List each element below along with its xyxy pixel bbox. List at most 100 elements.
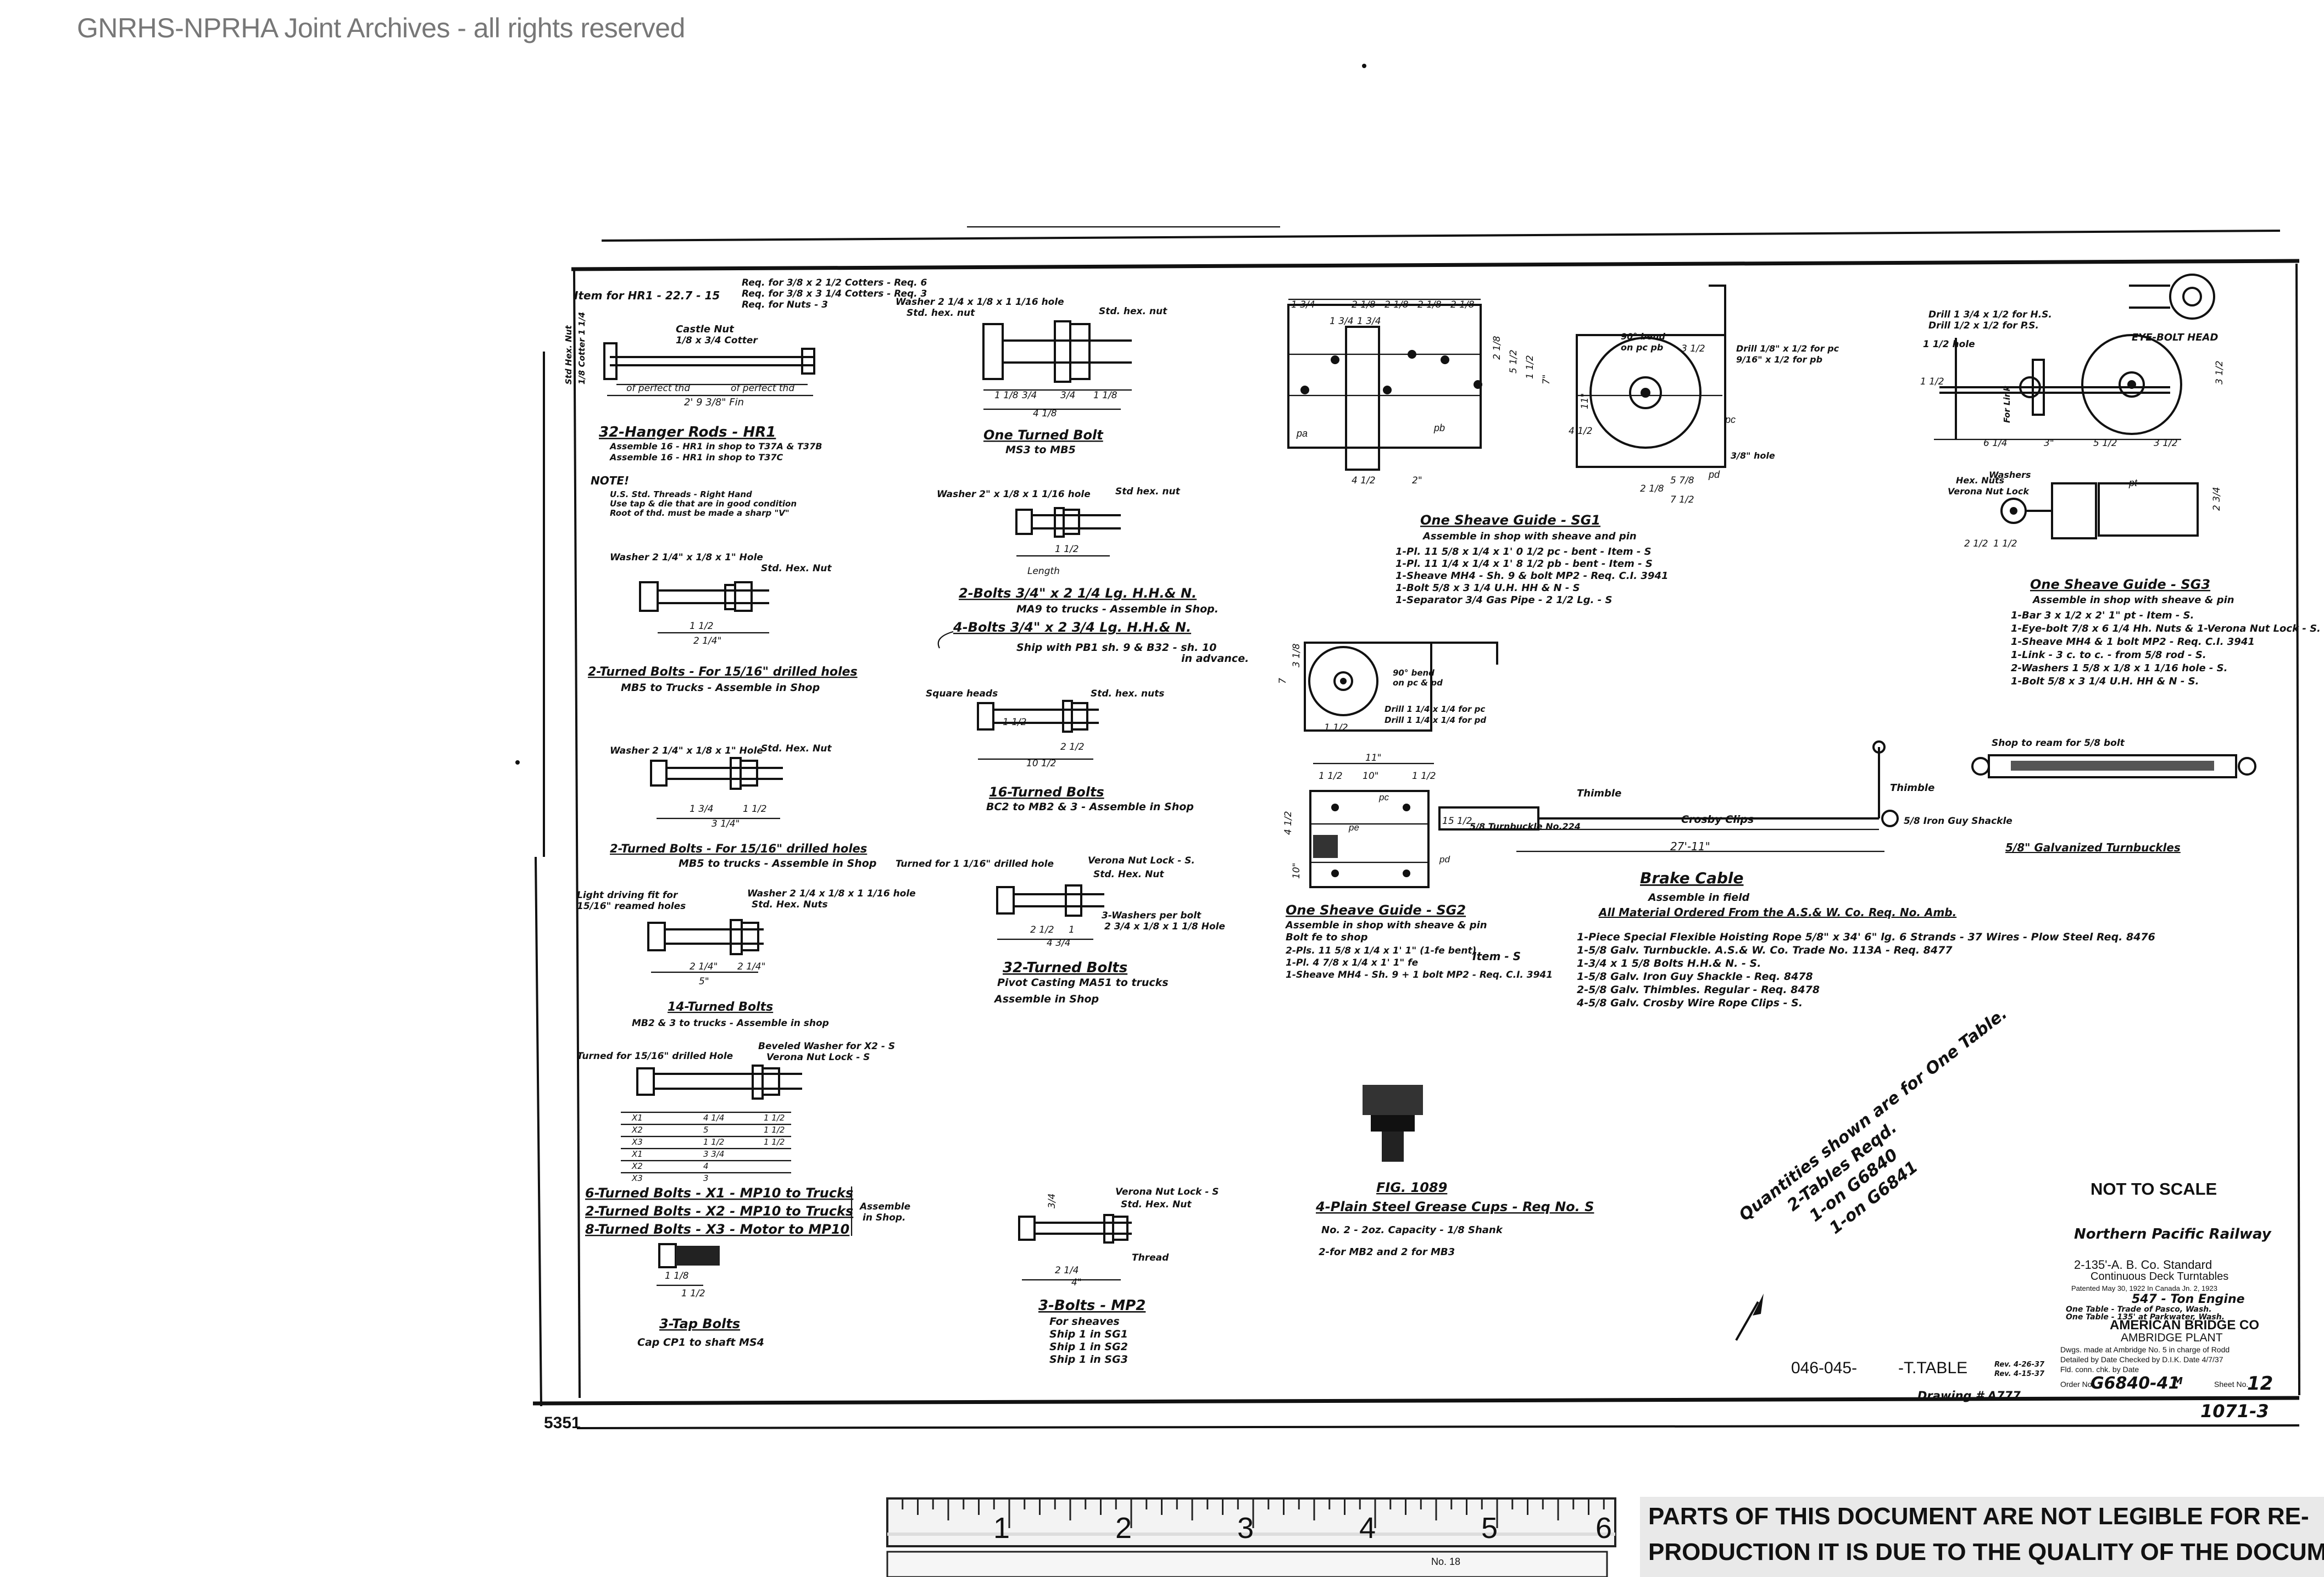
sg3-dim-3: 5 1/2 — [2093, 438, 2117, 449]
tb-rev: Rev. 4-26-37 — [1994, 1361, 2045, 1369]
sg1-dim-12: 4 1/2 — [1352, 475, 1376, 486]
b32-sub-2: Assemble in Shop — [993, 993, 1099, 1005]
one-dim-5: 4 1/8 — [1033, 408, 1057, 419]
b14-fit-2: 15/16" reamed holes — [577, 901, 686, 912]
two-turned-bolts-a: Washer 2 1/4" x 1/8 x 1" Hole Std. Hex. … — [588, 552, 858, 694]
bx-row2-val2: 1 1/2 — [764, 1125, 785, 1135]
sg1-dim-13: 2" — [1412, 475, 1422, 486]
sg1-bend: 90° bend — [1621, 331, 1666, 342]
sg2-pc: pc — [1378, 792, 1389, 803]
sg3-dim-9: 1 1/2 — [1993, 538, 2017, 549]
bx-assemble: Assemble — [859, 1201, 910, 1212]
mp2-title: 3-Bolts - MP2 — [1038, 1297, 1146, 1314]
brake-sub-2: All Material Ordered From the A.S.& W. C… — [1598, 906, 1956, 919]
hanger-sub-1: Assemble 16 - HR1 in shop to T37A & T37B — [609, 441, 822, 452]
tb-made: Dwgs. made at Ambridge No. 5 in charge o… — [2060, 1345, 2230, 1354]
sg3-verona: Verona Nut Lock — [1948, 486, 2030, 497]
sg1-dim-7: 1 3/4 — [1357, 316, 1381, 327]
sg1-pd: pd — [1708, 469, 1720, 480]
sg2-dim-2: 3 1/8 — [1291, 643, 1302, 667]
mp2-verona: Verona Nut Lock - S — [1115, 1186, 1219, 1197]
b32-nut: Std. Hex. Nut — [1093, 869, 1164, 880]
b32-wash-2: 2 3/4 x 1/8 x 1 1/8 Hole — [1104, 921, 1225, 932]
sg1-dim-3: 2 1/8 — [1385, 299, 1409, 310]
bx-row2-val: 5 — [703, 1125, 709, 1135]
mp2-sub-1: Ship 1 in SG1 — [1049, 1328, 1128, 1340]
bx-row4-label: X1 — [631, 1149, 643, 1159]
bx-row6-label: X3 — [631, 1173, 643, 1183]
sg2-pe: pe — [1348, 822, 1359, 833]
arrow-icon — [1735, 1294, 1764, 1341]
tb-rev-2: Rev. 4-15-37 — [1994, 1370, 2045, 1378]
hanger-rod-detail: Item for HR1 - 22.7 - 15 Req. for 3/8 x … — [564, 277, 927, 462]
sg1-dim-4: 2 1/8 — [1417, 299, 1442, 310]
hanger-sub-2: Assemble 16 - HR1 in shop to T37C — [609, 452, 783, 462]
note-line-3: Root of thd. must be made a sharp "V" — [610, 508, 790, 518]
sheave-guide-sg1: 1 3/4 2 1/8 2 1/8 2 1/8 2 1/8 1 3/4 1 3/… — [1287, 285, 1839, 606]
brake-item-5: 2-5/8 Galv. Thimbles. Regular - Req. 847… — [1577, 984, 1820, 996]
sg1-bend-2: on pc pb — [1621, 342, 1663, 353]
sg1-dim-16: 4 1/2 — [1569, 426, 1593, 437]
grease-sub-2: 2-for MB2 and 2 for MB3 — [1319, 1246, 1455, 1258]
mp2-sub-0: For sheaves — [1049, 1316, 1120, 1328]
mp2-dim-2: 4" — [1071, 1277, 1082, 1288]
b32-dim-1: 2 1/2 — [1030, 924, 1054, 935]
tap-sub: Cap CP1 to shaft MS4 — [637, 1336, 764, 1348]
sg1-pa: pa — [1296, 428, 1308, 439]
sg3-washers: Washers — [1989, 470, 2031, 480]
sg2-sub: Assemble in shop with sheave & pin — [1285, 920, 1487, 931]
sg1-dim-14: 3 1/2 — [1681, 343, 1705, 354]
sg2-dim-3: 1 1/2 — [1324, 722, 1348, 733]
tap-title: 3-Tap Bolts — [659, 1316, 740, 1331]
tb-one-1: One Table - Trade of Pasco, Wash. — [2066, 1305, 2212, 1314]
one-std: Std. hex. nut — [907, 308, 975, 319]
tb-company: AMERICAN BRIDGE CO — [2110, 1318, 2259, 1333]
bx-title-3: 8-Turned Bolts - X3 - Motor to MP10 — [585, 1222, 849, 1237]
hhn-sub-3: in advance. — [1181, 653, 1249, 665]
b14-dim-2: 2 1/4" — [737, 961, 765, 972]
hhn-title-2: 4-Bolts 3/4" x 2 3/4 Lg. H.H.& N. — [953, 620, 1191, 635]
note-line-2: Use tap & die that are in good condition — [610, 499, 797, 509]
b16-dim-3: 10 1/2 — [1026, 758, 1056, 769]
tb-std-2: Continuous Deck Turntables — [2091, 1270, 2228, 1283]
b14-dim-3: 5" — [699, 976, 709, 987]
hanger-req-3: Req. for Nuts - 3 — [742, 299, 828, 310]
hanger-perfect-2: of perfect thd — [731, 383, 794, 394]
brake-galv: 5/8" Galvanized Turnbuckles — [2005, 841, 2181, 854]
sg3-hole: 1 1/2 hole — [1923, 339, 1975, 350]
b32-dim-3: 4 3/4 — [1047, 938, 1071, 949]
b2a-dim-2: 2 1/4" — [693, 636, 721, 647]
one-dim-2: 3/4 — [1022, 390, 1037, 401]
sg1-drill: Drill 1/8" x 1/2 for pc — [1736, 343, 1839, 354]
sg2-dim-10: 10" — [1291, 863, 1302, 879]
sg2-dim-7: 1 1/2 — [1412, 771, 1436, 782]
grease-sub: No. 2 - 2oz. Capacity - 1/8 Shank — [1321, 1224, 1503, 1236]
b16-title: 16-Turned Bolts — [989, 784, 1104, 800]
brake-item-4: 1-5/8 Galv. Iron Guy Shackle - Req. 8478 — [1577, 971, 1813, 983]
sg1-dim-2: 2 1/8 — [1352, 299, 1376, 310]
b32-wash: 3-Washers per bolt — [1102, 910, 1202, 921]
b16-square: Square heads — [926, 688, 998, 699]
bx-row1-label: X1 — [631, 1113, 643, 1123]
tb-engine: 547 - Ton Engine — [2132, 1292, 2245, 1306]
one-std-2: Std. hex. nut — [1099, 306, 1167, 317]
hanger-req-1: Req. for 3/8 x 2 1/2 Cotters - Req. 6 — [742, 277, 927, 288]
sg2-drill-2: Drill 1 1/4 x 1/4 for pd — [1385, 715, 1486, 725]
bx-title-1: 6-Turned Bolts - X1 - MP10 to Trucks — [585, 1185, 853, 1201]
hhn-title-1: 2-Bolts 3/4" x 2 1/4 Lg. H.H.& N. — [959, 586, 1197, 601]
sg3-dim-7: 2 3/4 — [2211, 487, 2222, 511]
b2b-sub: MB5 to trucks - Assemble in Shop — [679, 857, 876, 870]
sg2-title: One Sheave Guide - SG2 — [1286, 902, 1466, 918]
sg1-dim-8: 2 1/8 — [1492, 336, 1503, 360]
bx-row6-val: 3 — [703, 1173, 709, 1183]
sheave-guide-sg2: 90° bend on pc & pd Drill 1 1/4 x 1/4 fo… — [1277, 642, 1553, 980]
ruler-ticks — [886, 1500, 1605, 1528]
sg2-bend: 90° bend — [1393, 668, 1435, 678]
hanger-castle-nut: Castle Nut — [676, 324, 735, 335]
sg1-dim-11: 7" — [1541, 374, 1552, 385]
bx-turned: Turned for 15/16" drilled Hole — [577, 1051, 733, 1062]
legibility-notice: PARTS OF THIS DOCUMENT ARE NOT LEGIBLE F… — [1640, 1497, 2324, 1577]
sg1-dim-18: 5 7/8 — [1670, 475, 1694, 486]
sg1-dim-19: 7 1/2 — [1670, 494, 1694, 505]
b32-sub-1: Pivot Casting MA51 to trucks — [997, 977, 1169, 989]
